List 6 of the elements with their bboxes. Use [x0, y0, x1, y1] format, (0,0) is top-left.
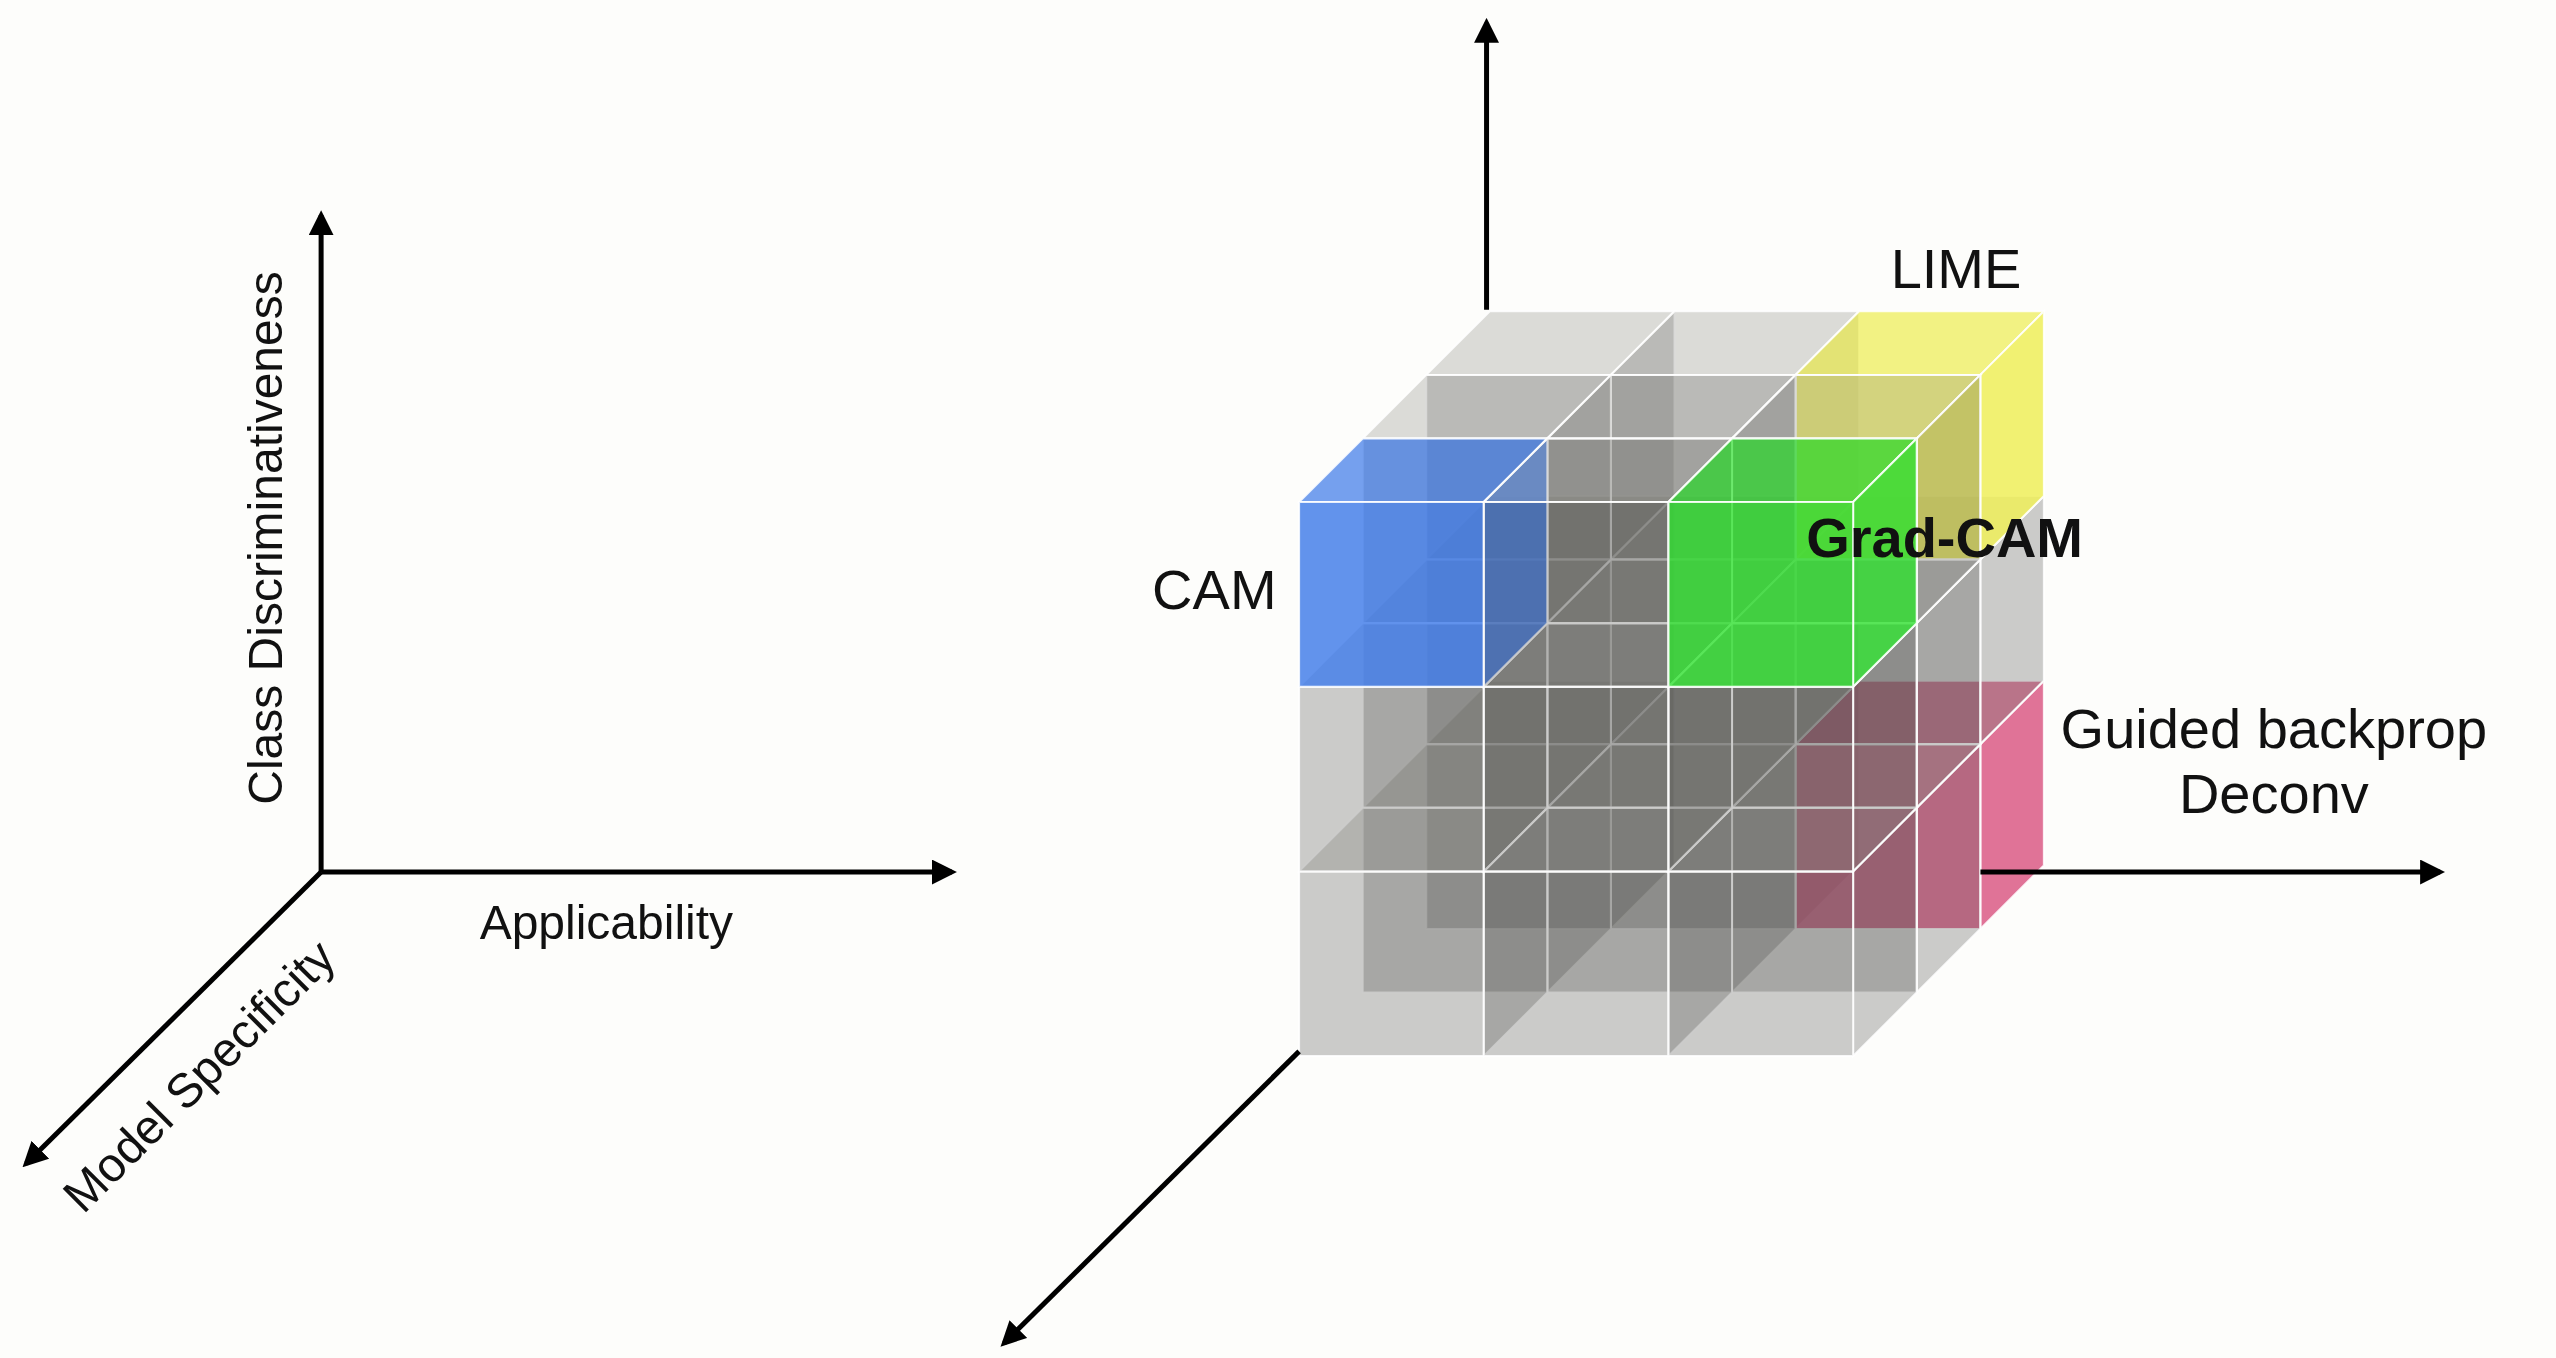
method-label: Grad-CAM — [1806, 505, 2083, 571]
axis-label: Class Discriminativeness — [238, 271, 294, 805]
method-label: Guided backprop Deconv — [2059, 696, 2489, 826]
method-label: LIME — [1890, 236, 2022, 302]
method-label: CAM — [1152, 557, 1277, 623]
axis-label: Applicability — [479, 895, 734, 951]
